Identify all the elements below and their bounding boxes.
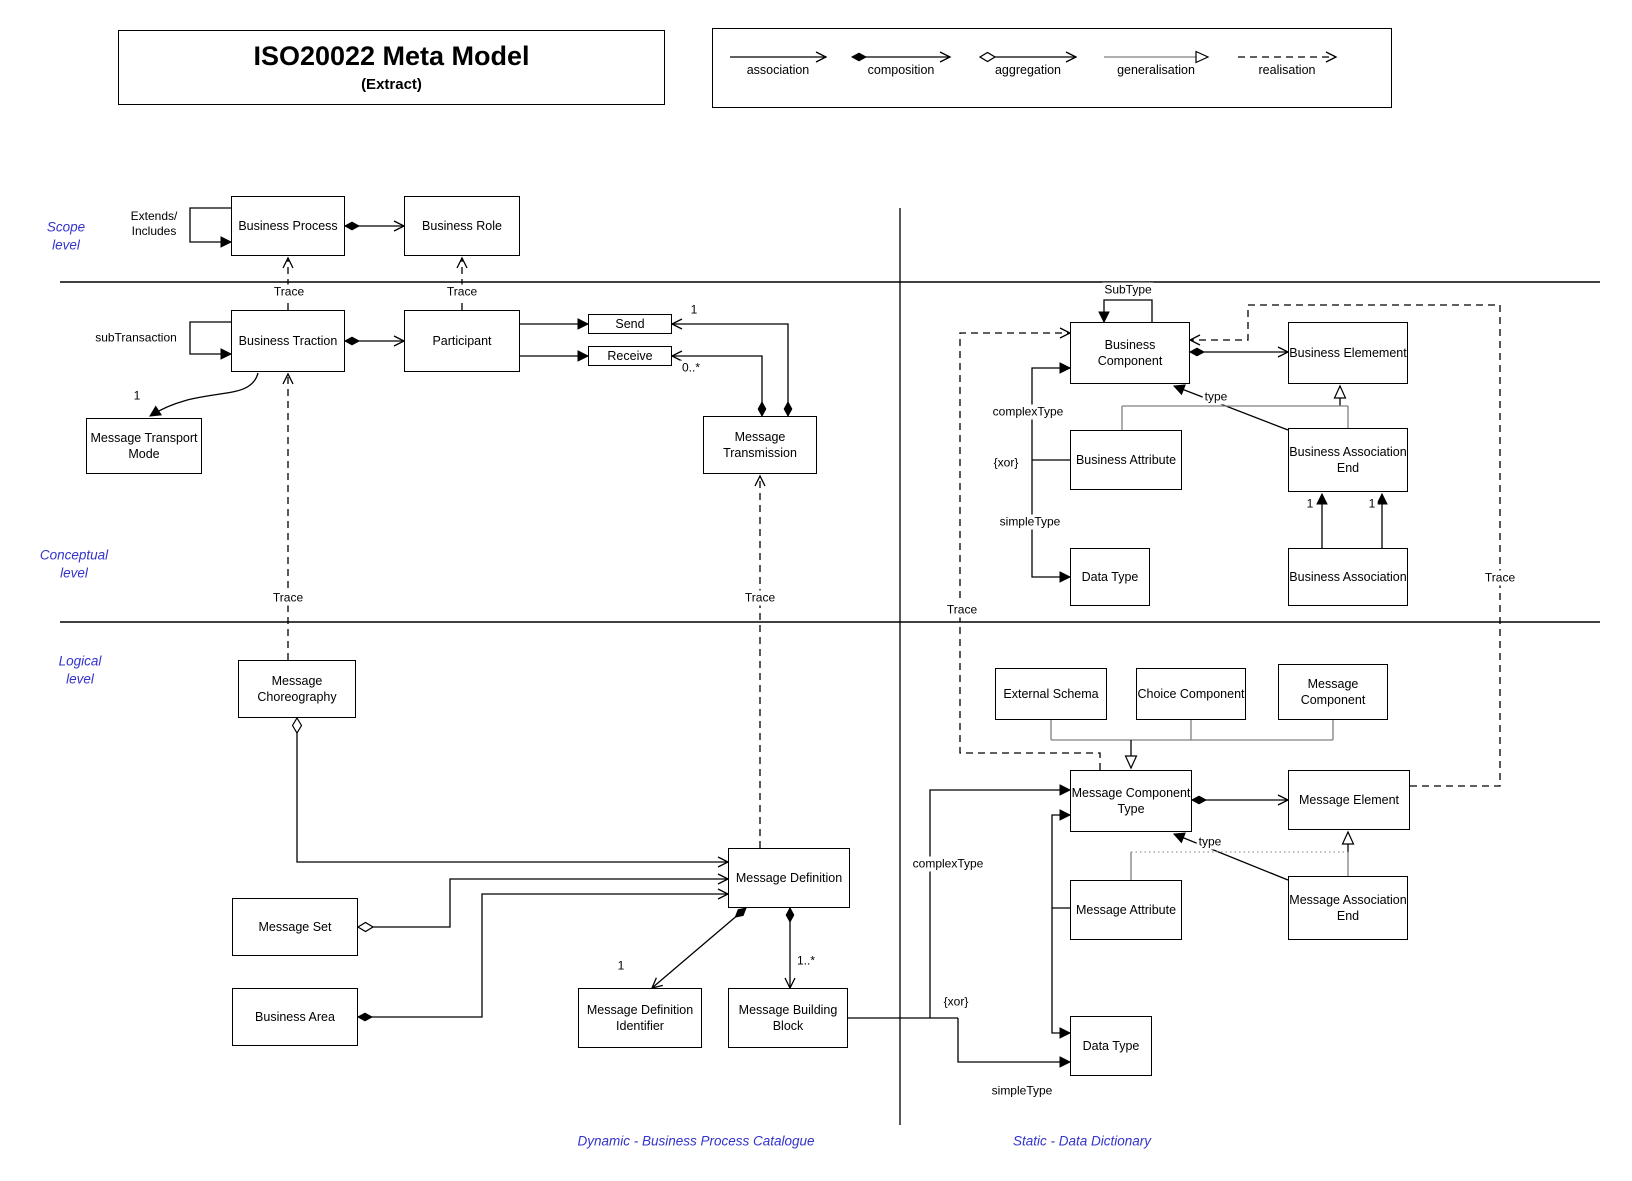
trace-label: Trace: [270, 590, 306, 606]
edge-extends-includes-loop: [189, 207, 233, 248]
legend-label-realisation: realisation: [1258, 63, 1316, 77]
legend-label-generalisation: generalisation: [1117, 63, 1195, 77]
conceptual-level-label: Conceptual level: [39, 546, 109, 582]
xor-label: {xor}: [941, 994, 971, 1010]
edge-trace-mct-component: [959, 327, 1101, 770]
edge-send-transmission: [672, 324, 788, 416]
legend-label-aggregation: aggregation: [994, 63, 1062, 77]
node-message-building-block: Message Building Block: [728, 988, 848, 1048]
node-participant: Participant: [404, 310, 520, 372]
edges-group: [60, 50, 1600, 1125]
edge-area-definition-comp: [358, 894, 728, 1017]
node-choice-component: Choice Component: [1136, 668, 1246, 720]
trace-label: Trace: [944, 602, 980, 618]
node-message-choreography: Message Choreography: [238, 660, 356, 718]
static-caption: Static - Data Dictionary: [1012, 1133, 1152, 1149]
edge-definition-identifier-comp: [652, 908, 746, 988]
node-business-elemement: Business Elemement: [1288, 322, 1408, 384]
multiplicity-label: 1: [615, 958, 627, 974]
type-label: type: [1202, 389, 1230, 405]
edge-subtype-loop: [1098, 299, 1153, 324]
xor-label: {xor}: [991, 455, 1021, 471]
node-business-attribute: Business Attribute: [1070, 430, 1182, 490]
trace-label: Trace: [742, 590, 778, 606]
edge-trace-element-component: [1188, 304, 1501, 787]
node-external-schema: External Schema: [995, 668, 1107, 720]
node-message-element: Message Element: [1288, 770, 1410, 830]
node-business-association: Business Association: [1288, 548, 1408, 606]
complextype-label: complexType: [990, 404, 1066, 420]
edge-xor-simpletype-msg: [957, 1018, 1072, 1068]
diagram-subtitle: (Extract): [361, 75, 422, 93]
node-business-area: Business Area: [232, 988, 358, 1046]
subtransaction-label: subTransaction: [93, 330, 179, 346]
edge-attribute-type-chain-msg: [1051, 809, 1072, 1039]
node-message-component-type: Message Component Type: [1070, 770, 1192, 832]
edge-attribute-type-chain-bus: [1031, 362, 1072, 583]
multiplicity-label: 1: [1366, 496, 1378, 512]
simpletype-label: simpleType: [997, 514, 1063, 530]
legend-box: [712, 28, 1392, 108]
multiplicity-label: 1: [1304, 496, 1316, 512]
node-message-component: Message Component: [1278, 664, 1388, 720]
multiplicity-label: 1: [688, 302, 700, 318]
edge-receive-transmission: [672, 356, 762, 416]
node-message-definition: Message Definition: [728, 848, 850, 908]
diagram-title: ISO20022 Meta Model: [253, 41, 530, 72]
node-data-type-message: Data Type: [1070, 1016, 1152, 1076]
title-box: ISO20022 Meta Model (Extract): [118, 30, 665, 105]
scope-level-label: Scope level: [46, 218, 86, 254]
node-message-attribute: Message Attribute: [1070, 880, 1182, 940]
type-label: type: [1196, 834, 1224, 850]
legend-label-composition: composition: [867, 63, 935, 77]
subtype-label: SubType: [1102, 282, 1154, 298]
node-message-definition-identifier: Message Definition Identifier: [578, 988, 702, 1048]
logical-level-label: Logical level: [58, 652, 102, 688]
multiplicity-label: 1: [131, 388, 143, 404]
legend-label-association: association: [746, 63, 810, 77]
multiplicity-label: 1..*: [794, 953, 818, 969]
dynamic-caption: Dynamic - Business Process Catalogue: [577, 1133, 815, 1149]
edge-traction-transport-mode: [149, 372, 259, 417]
node-message-transmission: Message Transmission: [703, 416, 817, 474]
edge-xor-complextype-msg: [929, 784, 1072, 1018]
extends-includes-label: Extends/ Includes: [128, 209, 180, 239]
node-business-process: Business Process: [231, 196, 345, 256]
edge-subtransaction-loop: [189, 321, 233, 360]
complextype-label: complexType: [910, 856, 986, 872]
trace-label: Trace: [1482, 570, 1518, 586]
edge-type-association-msg: [1172, 832, 1289, 881]
trace-label: Trace: [444, 284, 480, 300]
multiplicity-label: 0..*: [679, 360, 703, 376]
node-message-association-end: Message Association End: [1288, 876, 1408, 940]
edge-set-definition-agg: [358, 879, 728, 927]
edge-type-association-bus: [1172, 384, 1289, 431]
edge-choreography-definition-agg: [297, 718, 728, 862]
node-message-transport-mode: Message Transport Mode: [86, 418, 202, 474]
node-business-traction: Business Traction: [231, 310, 345, 372]
trace-label: Trace: [271, 284, 307, 300]
node-send: Send: [588, 314, 672, 334]
node-business-component: Business Component: [1070, 322, 1190, 384]
node-business-association-end: Business Association End: [1288, 428, 1408, 492]
simpletype-label: simpleType: [989, 1083, 1055, 1099]
node-receive: Receive: [588, 346, 672, 366]
node-data-type-business: Data Type: [1070, 548, 1150, 606]
node-business-role: Business Role: [404, 196, 520, 256]
node-message-set: Message Set: [232, 898, 358, 956]
